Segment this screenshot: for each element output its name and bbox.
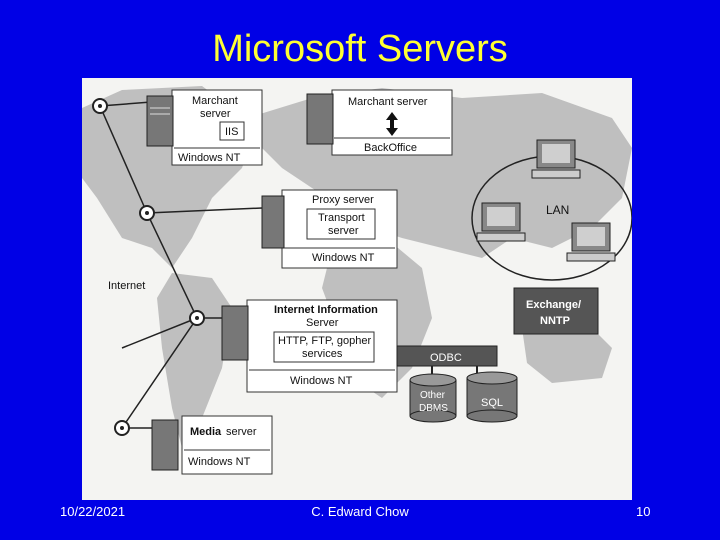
router-icon xyxy=(189,310,205,326)
sql-label: SQL xyxy=(481,397,503,409)
iis-services: HTTP, FTP, gopher xyxy=(278,335,371,347)
transport-label: Transport xyxy=(318,212,365,224)
slide-title: Microsoft Servers xyxy=(212,28,508,70)
router-icon xyxy=(114,420,130,436)
merchant-server-1-title: Marchant xyxy=(192,95,238,107)
server-tower-icon xyxy=(306,93,334,145)
iis-os: Windows NT xyxy=(290,375,353,387)
media-title: Media xyxy=(190,426,222,438)
merchant-server-1-os: Windows NT xyxy=(178,152,241,164)
server-diagram: Internet Marchant server IIS Windows NT … xyxy=(82,78,632,500)
proxy-title: Proxy server xyxy=(312,194,374,206)
lan-label: LAN xyxy=(546,203,569,217)
footer-page-number: 10 xyxy=(636,504,651,519)
iis-title-2: Server xyxy=(306,317,339,329)
proxy-server: Proxy server Transport server Windows NT xyxy=(261,189,398,269)
footer-author: C. Edward Chow xyxy=(311,504,409,519)
media-server: Media server Windows NT xyxy=(151,415,273,475)
diagram-canvas: Internet Marchant server IIS Windows NT … xyxy=(82,86,632,475)
sql-database: SQL xyxy=(466,371,518,423)
server-tower-icon xyxy=(221,305,249,361)
lan: LAN xyxy=(471,139,632,281)
server-tower-icon xyxy=(261,195,285,249)
exchange-nntp: Exchange/ NNTP xyxy=(513,287,599,335)
exchange-label: Exchange/ xyxy=(526,299,581,311)
media-title-2: server xyxy=(226,426,257,438)
other-dbms-label-2: DBMS xyxy=(419,403,448,414)
router-icon xyxy=(139,205,155,221)
merchant-server-1: Marchant server IIS Windows NT xyxy=(146,89,263,166)
server-tower-icon xyxy=(151,419,179,471)
odbc-label: ODBC xyxy=(430,352,462,364)
iis-label: IIS xyxy=(225,126,238,138)
footer-date: 10/22/2021 xyxy=(60,504,126,519)
iis-server: Internet Information Server HTTP, FTP, g… xyxy=(221,299,398,393)
other-dbms-label: Other xyxy=(420,390,446,401)
server-tower-icon xyxy=(146,95,174,147)
backoffice-label: BackOffice xyxy=(364,142,417,154)
iis-services-2: services xyxy=(302,348,343,360)
router-icon xyxy=(92,98,108,114)
internet-label: Internet xyxy=(108,280,145,292)
iis-title: Internet Information xyxy=(274,304,378,316)
merchant-server-2: Marchant server BackOffice xyxy=(306,89,453,156)
bidirectional-arrow-icon xyxy=(386,112,398,136)
other-dbms-database: Other DBMS xyxy=(409,373,457,423)
proxy-os: Windows NT xyxy=(312,252,375,264)
nntp-label: NNTP xyxy=(540,315,570,327)
odbc: ODBC xyxy=(396,345,498,378)
merchant-server-1-title-2: server xyxy=(200,108,231,120)
transport-label-2: server xyxy=(328,225,359,237)
merchant-server-2-title: Marchant server xyxy=(348,96,428,108)
media-os: Windows NT xyxy=(188,456,251,468)
